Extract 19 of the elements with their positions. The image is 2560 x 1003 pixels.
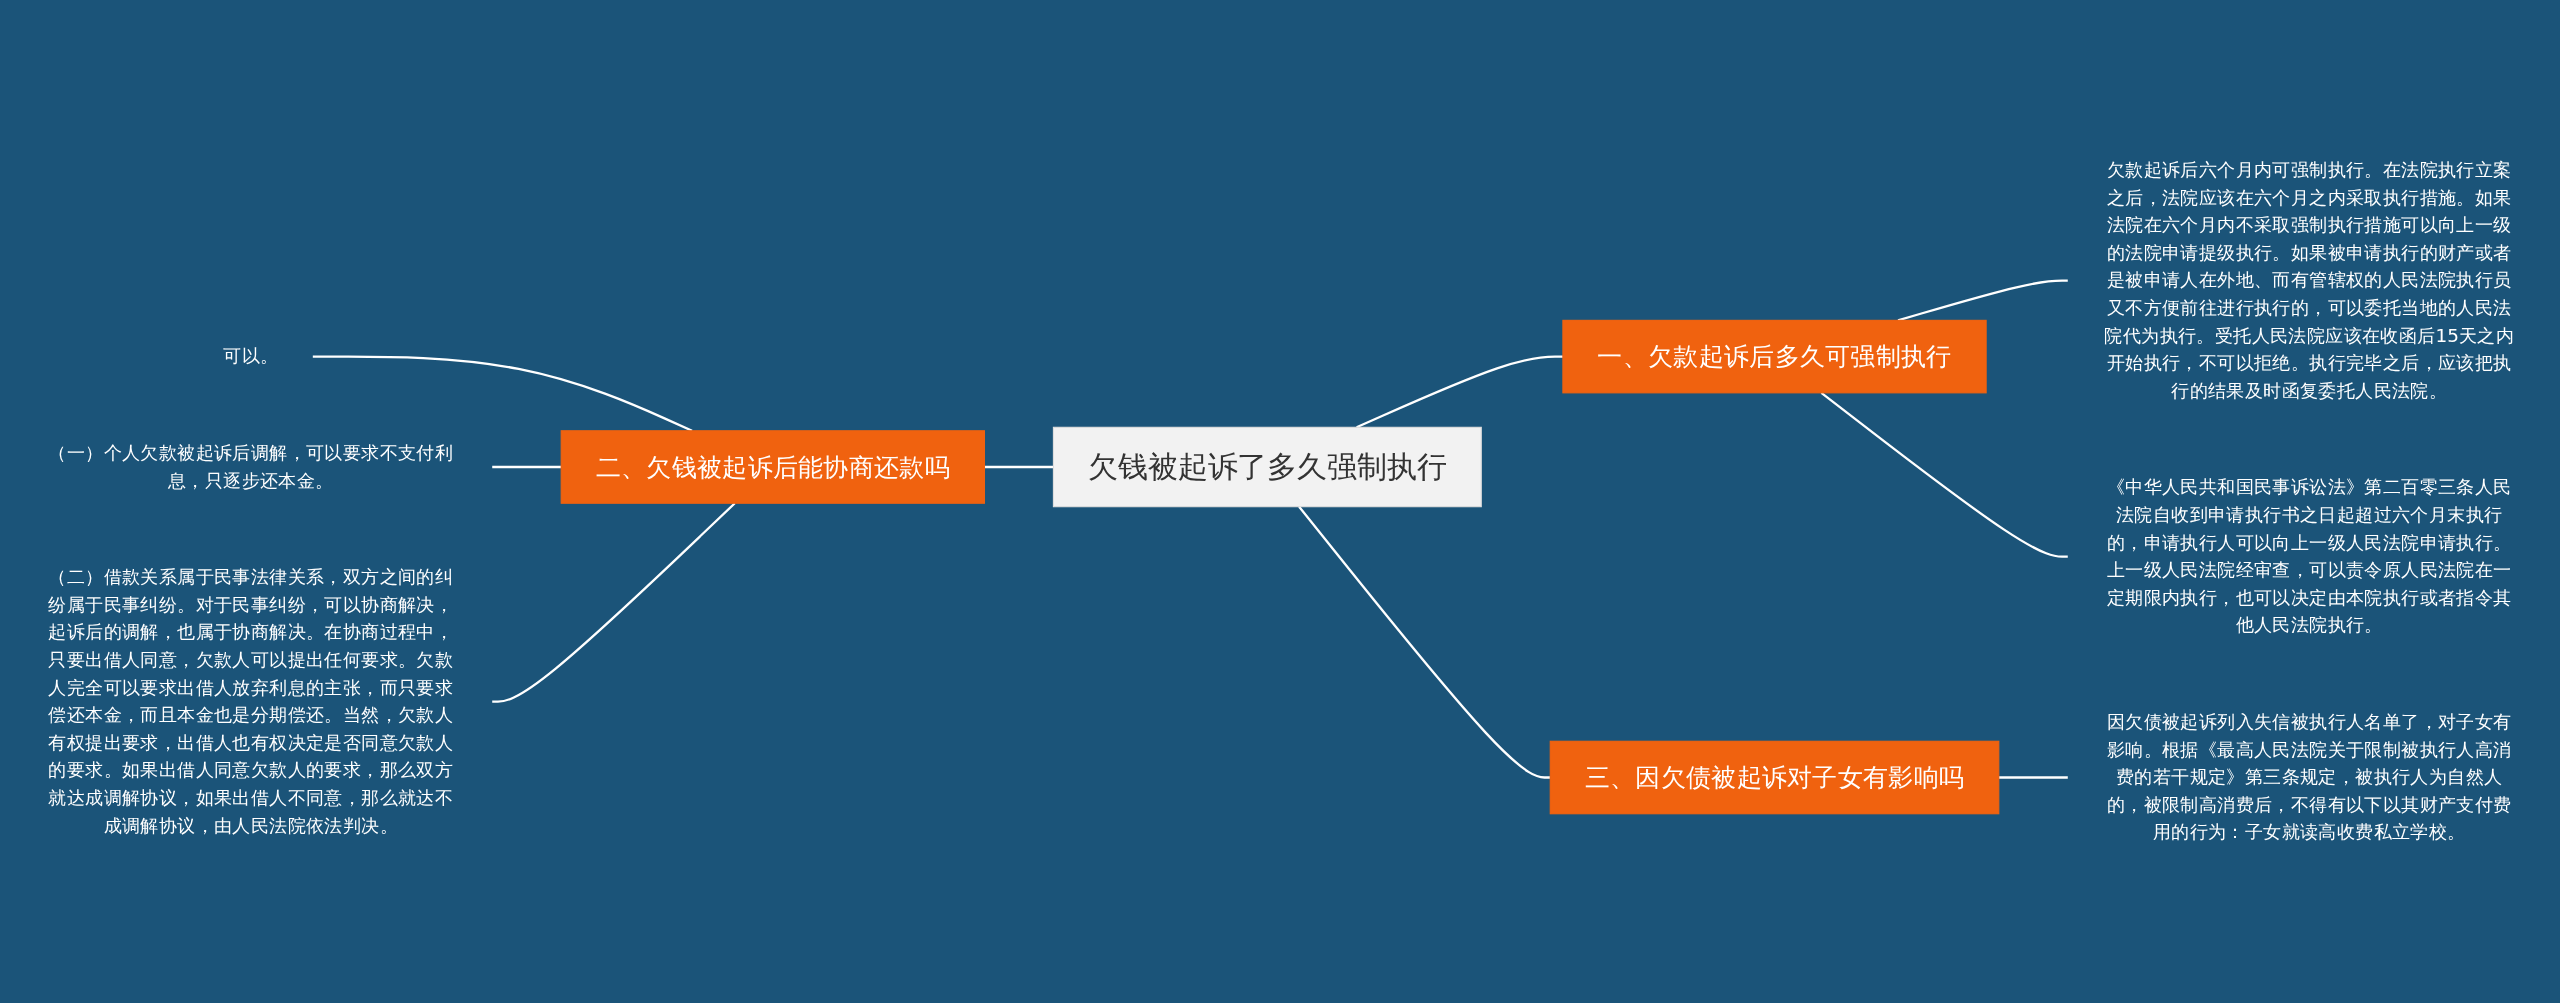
connector [984,465,1054,469]
node-text: 《中华人民共和国民事诉讼法》第二百零三条人民法院自收到申请执行书之日起超过六个月末执行的，申请执行人可以向上一级人民法院申请执行。上一级人民法院经审查，可以责令原人民法院在一定期限内执行，也可以决定由本院执行或者指令其他人民法院执行。 [2106,476,2512,637]
connector [1356,355,1563,429]
node-text: （二）借款关系属于民事法律关系，双方之间的纠纷属于民事纠纷。对于民事纠纷，可以协商解决，起诉后的调解，也属于协商解决。在协商过程中，只要出借人同意，欠款人可以提出任何要求。欠款人完全可以要求出借人放弃利息的主张，而只要求偿还本金，而且本金也是分期偿还。当然，欠款人有权提出要求，出借人也有权决定是否同意欠款人的要求。如果出借人同意欠款人的要求，那么双方就达成调解协议，如果出借人不同意，那么就达不成调解协议，由人民法院依法判决。 [48,565,454,837]
connector [492,465,562,469]
node-box: 三、因欠债被起诉对子女有影响吗 [1549,740,2000,815]
connector [1897,279,2068,322]
node-box: 二、欠钱被起诉后能协商还款吗 [560,430,985,504]
connector [1298,505,1551,779]
node-box: 欠钱被起诉了多久强制执行 [1052,426,1482,508]
node-text: 可以。 [223,345,279,367]
node-text: （一）个人欠款被起诉后调解，可以要求不支付利息，只逐步还本金。 [48,441,454,492]
connector [1820,391,2068,558]
connector [1998,776,2068,779]
connector [312,355,693,432]
connector [492,502,736,703]
node-text: 欠款起诉后六个月内可强制执行。在法院执行立案之后，法院应该在六个月之内采取执行措施。如果法院在六个月内不采取强制执行措施可以向上一级的法院申请提级执行。如果被申请执行的财产或者是被申请人在外地、而有管辖权的人民法院执行员又不方便前往进行执行的，可以委托当地的人民法院代为执行。受托人民法院应该在收函后15天之内开始执行，不可以拒绝。执行完毕之后，应该把执行的结果及时函复委托人民法院。 [2104,158,2515,402]
node-text: 因欠债被起诉列入失信被执行人名单了，对子女有影响。根据《最高人民法院关于限制被执行人高消费的若干规定》第三条规定，被执行人为自然人的，被限制高消费后，不得有以下以其财产支付费用的行为：子女就读高收费私立学校。 [2106,710,2512,844]
node-box: 一、欠款起诉后多久可强制执行 [1562,319,1987,394]
